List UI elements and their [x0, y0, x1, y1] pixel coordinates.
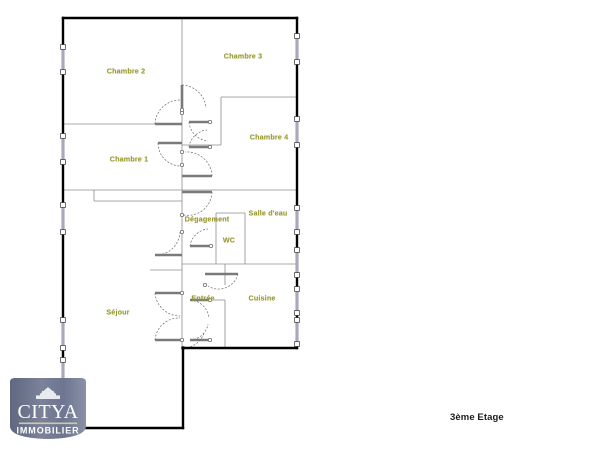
door-bath-lower — [188, 129, 213, 150]
logo-divider — [19, 422, 77, 425]
door-entree-1-swing-arc — [154, 292, 181, 317]
logo-badge: CITYA IMMOBILIER — [10, 378, 86, 439]
door-wc-hinge — [208, 243, 214, 249]
window-right-4-jamb-1 — [294, 247, 300, 253]
window-right-6-jamb-2 — [294, 341, 300, 347]
window-left-3-jamb-1 — [60, 202, 66, 208]
window-right-2 — [294, 116, 300, 148]
floor-caption: 3ème Etage — [450, 412, 504, 423]
door-entree-3 — [189, 297, 213, 319]
door-salle-eau-hinge — [179, 212, 185, 218]
door-chambre1-hinge — [179, 162, 185, 168]
door-salle-eau-swing-arc — [183, 191, 213, 216]
room-label-entree: Entrée — [191, 293, 215, 303]
door-entree-1-hinge — [179, 290, 185, 296]
door-chambre3-swing-arc — [181, 84, 207, 109]
window-left-1-jamb-1 — [60, 44, 66, 50]
window-right-5-jamb-2 — [294, 310, 300, 316]
door-degagement-hinge — [179, 229, 185, 235]
room-label-chambre-3: Chambre 3 — [223, 51, 263, 61]
window-left-2 — [60, 133, 66, 165]
door-entree-4 — [189, 323, 213, 343]
door-chambre1-swing-arc — [157, 142, 181, 167]
window-right-5-jamb-1 — [294, 286, 300, 292]
window-right-1 — [294, 33, 300, 65]
door-chambre2 — [154, 99, 185, 126]
window-left-4 — [60, 317, 66, 351]
door-cuisine — [202, 272, 239, 290]
window-right-6-jamb-1 — [294, 317, 300, 323]
door-entree-2-swing-arc — [154, 317, 181, 341]
doors-group — [154, 84, 239, 351]
window-right-4 — [294, 247, 300, 278]
window-left-2-jamb-1 — [60, 133, 66, 139]
house-icon — [36, 387, 60, 399]
logo-brand-name: CITYA — [18, 401, 79, 423]
door-entree-2-hinge — [179, 337, 185, 343]
room-label-sejour: Séjour — [106, 307, 130, 317]
door-degagement — [154, 229, 185, 257]
window-left-5-jamb-1 — [60, 357, 66, 363]
door-entree-3-swing-arc — [189, 299, 210, 319]
room-label-cuisine: Cuisine — [248, 293, 276, 303]
door-chambre2-swing-arc — [154, 99, 181, 125]
window-left-2-jamb-2 — [60, 159, 66, 165]
door-entree-1 — [154, 290, 185, 317]
logo-tagline: IMMOBILIER — [17, 426, 80, 436]
citya-immobilier-logo: CITYA IMMOBILIER — [6, 376, 90, 442]
door-wc-swing-arc — [189, 228, 209, 247]
room-label-wc: WC — [222, 235, 236, 245]
room-label-chambre-1: Chambre 1 — [109, 154, 149, 164]
room-label-chambre-2: Chambre 2 — [106, 66, 146, 76]
door-bath-upper-hinge — [207, 119, 213, 125]
window-right-1-jamb-1 — [294, 33, 300, 39]
door-bath-upper-swing-arc — [188, 121, 209, 142]
door-cuisine-swing-arc — [207, 273, 239, 290]
room-label-degagement: Dégagement — [184, 214, 230, 224]
window-left-1 — [60, 44, 66, 75]
window-left-4-jamb-2 — [60, 345, 66, 351]
door-bath-lower-hinge — [207, 144, 213, 150]
door-degagement-swing-arc — [154, 231, 181, 256]
door-entree-2 — [154, 317, 185, 343]
door-wc — [189, 228, 214, 249]
window-left-3-jamb-2 — [60, 229, 66, 235]
door-chambre2-hinge — [179, 110, 185, 116]
window-left-3 — [60, 202, 66, 235]
room-label-salle-d-eau: Salle d'eau — [248, 208, 288, 218]
door-entree-4-hinge — [207, 337, 213, 343]
window-left-4-jamb-1 — [60, 317, 66, 323]
door-chambre3 — [179, 84, 207, 113]
door-chambre4-swing-arc — [184, 151, 213, 177]
door-chambre4 — [179, 149, 213, 178]
window-right-3-jamb-2 — [294, 229, 300, 235]
room-label-chambre-4: Chambre 4 — [249, 132, 289, 142]
window-right-2-jamb-1 — [294, 116, 300, 122]
window-right-1-jamb-2 — [294, 59, 300, 65]
window-right-2-jamb-2 — [294, 142, 300, 148]
door-bath-upper — [188, 119, 213, 142]
window-left-1-jamb-2 — [60, 69, 66, 75]
door-entree-3-hinge — [207, 297, 213, 303]
window-right-6 — [294, 317, 300, 347]
door-salle-eau — [179, 190, 213, 218]
door-entree-4-swing-arc — [189, 323, 209, 341]
door-cuisine-hinge — [202, 282, 208, 288]
door-chambre1 — [157, 141, 185, 168]
window-right-3 — [294, 205, 300, 235]
door-bath-lower-swing-arc — [188, 129, 208, 148]
window-right-4-jamb-2 — [294, 272, 300, 278]
window-right-3-jamb-1 — [294, 205, 300, 211]
outer-walls-group — [61, 16, 299, 430]
door-chambre4-hinge — [179, 149, 185, 155]
window-right-5 — [294, 286, 300, 316]
